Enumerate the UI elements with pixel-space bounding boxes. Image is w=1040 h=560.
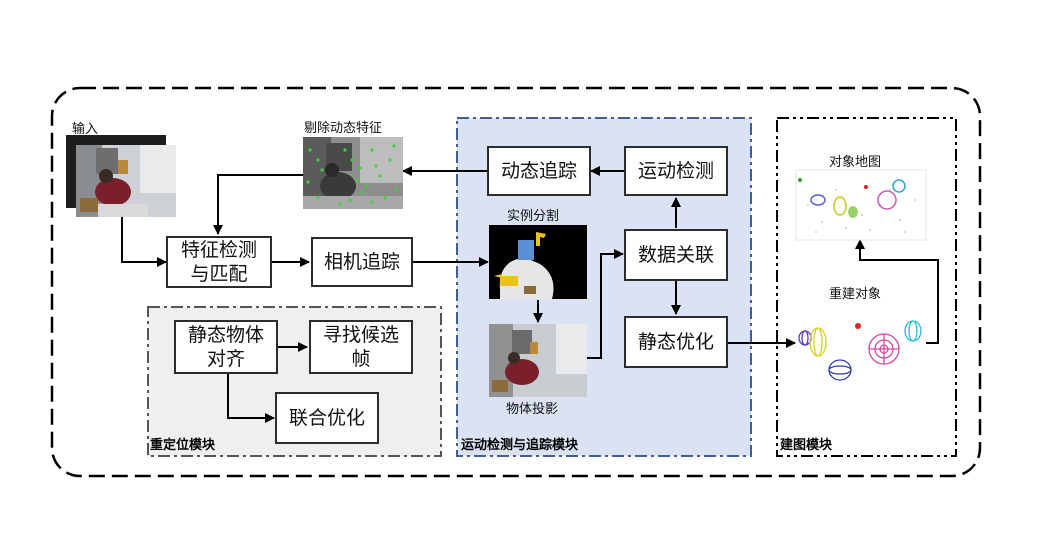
- relocalization-module-title: 重定位模块: [150, 438, 216, 453]
- static-optimization-box: 静态优化: [624, 316, 728, 368]
- motion-detection-box: 运动检测: [624, 146, 728, 196]
- motion-tracking-module-title: 运动检测与追踪模块: [461, 438, 579, 453]
- object-projection-image: [489, 324, 587, 397]
- outer-frame: [50, 86, 982, 478]
- static-align-box: 静态物体 对齐: [174, 320, 278, 374]
- remove-dynamic-label: 剔除动态特征: [304, 121, 383, 136]
- object-projection-label: 物体投影: [506, 402, 559, 417]
- instance-seg-label: 实例分割: [507, 209, 560, 224]
- joint-optimization-box: 联合优化: [275, 392, 379, 444]
- dynamic-tracking-box: 动态追踪: [487, 146, 591, 196]
- camera-tracking-box: 相机追踪: [311, 237, 413, 287]
- removed-features-image: [303, 137, 403, 209]
- instance-segmentation-image: [489, 225, 587, 299]
- arrow-reconstruct-to-map: [855, 239, 939, 344]
- input-image-stack: [66, 135, 176, 217]
- arrow-align-to-joint: [227, 373, 275, 423]
- find-candidate-box: 寻找候选 帧: [309, 320, 413, 374]
- input-label: 输入: [72, 122, 99, 137]
- reconstruct-objects-label: 重建对象: [829, 287, 882, 302]
- feature-match-box: 特征检测 与匹配: [166, 236, 272, 288]
- arrow-removed-to-feature: [213, 174, 303, 235]
- data-association-box: 数据关联: [624, 229, 728, 281]
- mapping-module-title: 建图模块: [780, 438, 833, 453]
- object-map-image: [795, 169, 927, 241]
- object-map-label: 对象地图: [829, 155, 882, 170]
- arrow-input-to-feature: [121, 216, 167, 267]
- reconstruct-objects-image: [796, 310, 926, 384]
- arrow-projection-to-association: [587, 249, 624, 359]
